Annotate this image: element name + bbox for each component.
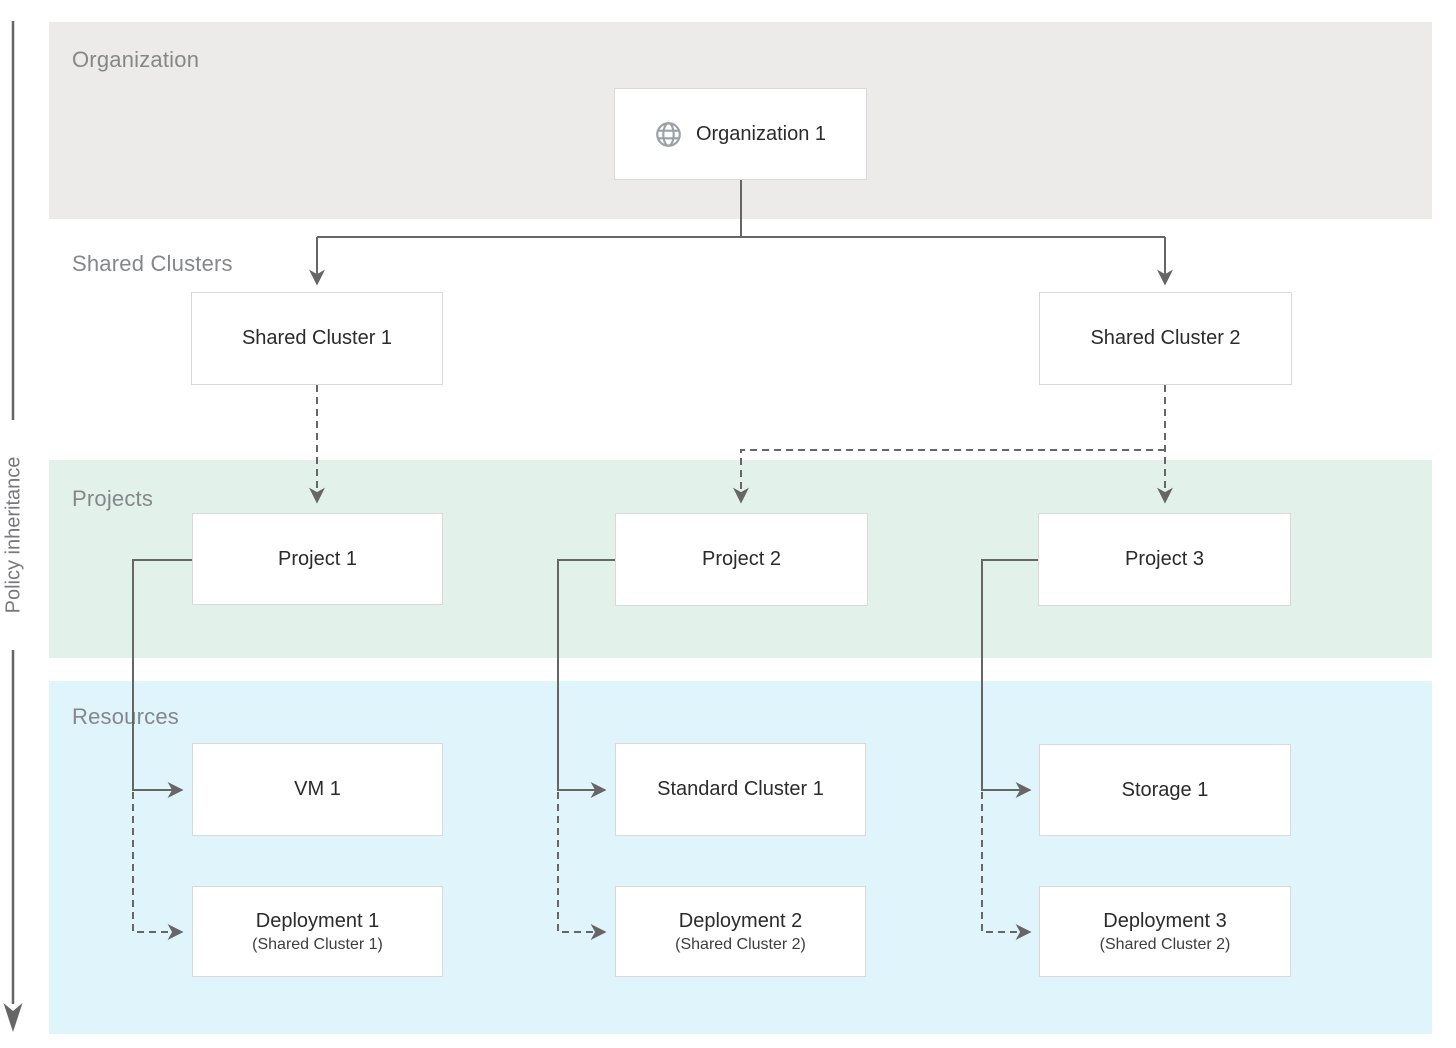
node-label: Shared Cluster 2 (1090, 327, 1241, 349)
policy-rail-arrow-icon (3, 1003, 23, 1032)
node-organization-1: Organization 1 (614, 88, 867, 180)
node-label: Shared Cluster 1 (241, 327, 393, 349)
globe-icon (655, 121, 682, 148)
band-label-resources: Resources (72, 704, 179, 729)
node-sublabel: (Shared Cluster 1) (252, 935, 383, 953)
node-label: Project 3 (1125, 548, 1204, 570)
node-vm-1: VM 1 (192, 743, 443, 836)
node-label: VM 1 (294, 778, 341, 800)
node-sublabel: (Shared Cluster 2) (675, 935, 806, 953)
node-label: Project 2 (702, 548, 781, 570)
band-resources (49, 681, 1432, 1034)
node-sublabel: (Shared Cluster 2) (1099, 935, 1231, 953)
node-standard-cluster-1: Standard Cluster 1 (615, 743, 866, 836)
node-label: Project 1 (278, 547, 357, 570)
node-shared-cluster-1: Shared Cluster 1 (191, 292, 443, 385)
node-label: Deployment 1 (255, 909, 380, 932)
node-label: Storage 1 (1121, 778, 1209, 801)
node-label: Standard Cluster 1 (657, 778, 824, 800)
node-project-1: Project 1 (192, 513, 443, 605)
node-deployment-2: Deployment 2 (Shared Cluster 2) (615, 886, 866, 977)
node-deployment-3: Deployment 3 (Shared Cluster 2) (1039, 886, 1291, 977)
node-project-3: Project 3 (1038, 513, 1291, 606)
node-label: Organization 1 (695, 122, 827, 145)
node-label: Deployment 2 (678, 909, 803, 932)
policy-inheritance-label: Policy inheritance (2, 456, 25, 614)
node-project-2: Project 2 (615, 513, 868, 606)
band-label-shared-clusters: Shared Clusters (72, 251, 233, 276)
node-deployment-1: Deployment 1 (Shared Cluster 1) (192, 886, 443, 977)
node-shared-cluster-2: Shared Cluster 2 (1039, 292, 1292, 385)
node-storage-1: Storage 1 (1039, 744, 1291, 836)
node-label: Deployment 3 (1103, 909, 1227, 932)
band-label-projects: Projects (72, 486, 154, 511)
band-label-organization: Organization (72, 47, 200, 72)
